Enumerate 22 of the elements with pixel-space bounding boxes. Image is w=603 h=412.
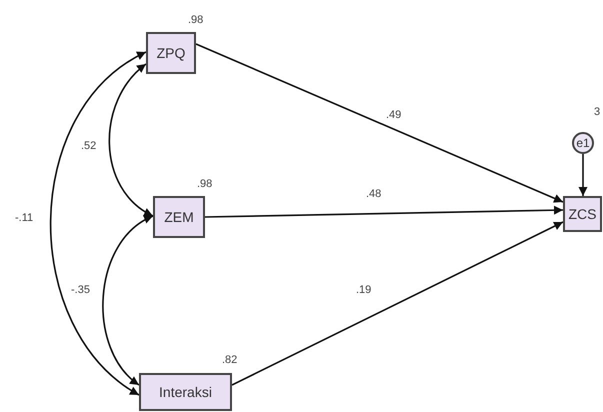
path-arrow	[204, 206, 564, 218]
variance-value: 3	[594, 106, 600, 118]
edge-label: .49	[385, 109, 402, 121]
variable-box: ZPQ	[146, 32, 196, 74]
variance-value: .98	[188, 14, 204, 26]
error-circle: e1	[572, 132, 594, 154]
covariance-arrow	[50, 51, 146, 396]
path-arrow	[578, 154, 588, 196]
edge-label: .48	[365, 188, 382, 200]
variable-box: Interaksi	[139, 373, 232, 411]
variable-box: ZCS	[563, 196, 602, 232]
covariance-arrow	[108, 63, 154, 217]
path-arrow	[196, 43, 564, 203]
path-arrow	[232, 221, 564, 386]
edge-label: .52	[80, 140, 98, 152]
variable-box: ZEM	[153, 196, 205, 238]
variance-value: .98	[197, 178, 212, 190]
edge-label: .19	[355, 284, 372, 296]
covariance-arrow	[102, 215, 154, 386]
edge-label: -.11	[14, 212, 34, 224]
edge-label: -.35	[70, 284, 91, 296]
variance-value: .82	[222, 354, 238, 366]
